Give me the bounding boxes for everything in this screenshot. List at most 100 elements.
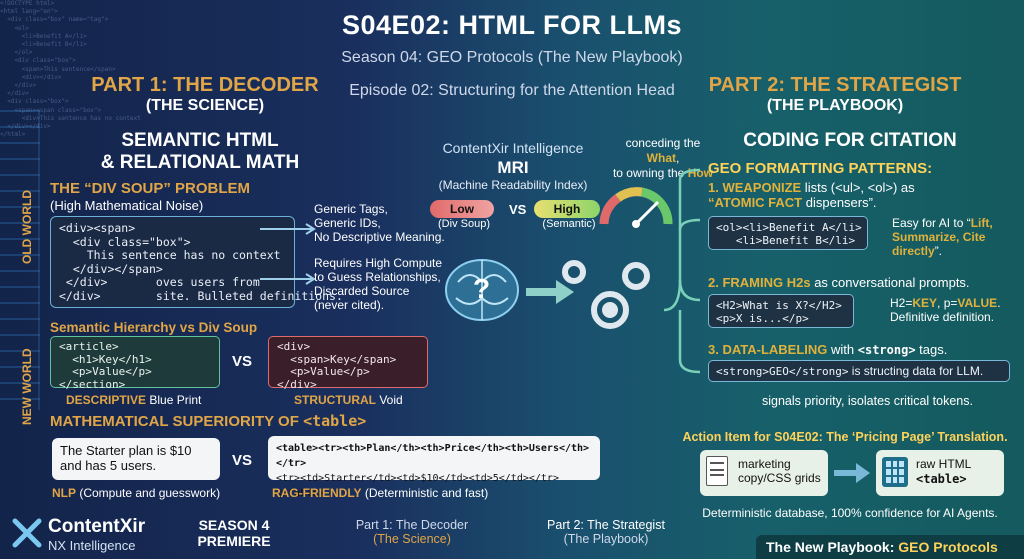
mri-gauge-icon — [599, 187, 673, 228]
action-arrow-icon — [834, 463, 870, 483]
step1-bold: 1. WEAPONIZE — [708, 180, 802, 195]
mri-high-pill: High — [534, 200, 600, 218]
season-label: SEASON 4 — [198, 517, 270, 533]
math-title-prefix: MATHEMATICAL SUPERIORITY OF — [50, 413, 304, 430]
nav-part2[interactable]: Part 2: The Strategist (The Playbook) — [528, 518, 684, 546]
new-world-label: NEW WORLD — [20, 348, 34, 425]
strategy-connector — [663, 168, 701, 374]
step1-note-2: ”. — [934, 244, 943, 258]
semantic-html-heading: SEMANTIC HTML & RELATIONAL MATH — [60, 130, 340, 174]
action-item-title: Action Item for S04E02: The ‘Pricing Pag… — [682, 430, 1008, 444]
bottom-banner: The New Playbook: GEO Protocols — [756, 535, 1024, 559]
rag-rest: (Deterministic and fast) — [361, 486, 489, 500]
structural-label: STRUCTURAL — [294, 393, 376, 407]
nav-part2-label: Part 2: The Strategist — [547, 518, 665, 532]
step3-strong-tag: <strong> — [857, 343, 916, 357]
brand-logo: ContentXir NX Intelligence — [12, 514, 162, 556]
step1-rest: lists (<ul>, <ol>) as — [801, 180, 915, 195]
conceding-part1: conceding the — [625, 136, 701, 150]
step3-rest: with — [827, 342, 858, 357]
step2-note: H2=KEY, p=VALUE. Definitive definition. — [890, 296, 1020, 324]
step3-code-box: <strong>GEO</strong> is structing data f… — [708, 360, 1010, 382]
semantic-html-line1: SEMANTIC HTML — [121, 130, 279, 151]
brand-x-icon — [12, 518, 42, 548]
season-badge: SEASON 4 PREMIERE — [188, 517, 280, 549]
marketing-copy-box: marketing copy/CSS grids — [700, 450, 828, 496]
step2-note-1: H2= — [890, 296, 913, 310]
page-title: S04E02: HTML FOR LLMs — [341, 10, 683, 40]
step2-text: 2. FRAMING H2s as conversational prompts… — [708, 275, 1018, 290]
conceding-note: conceding the What, to owning the How — [608, 136, 718, 181]
step3-code: <strong>GEO</strong> — [716, 365, 849, 378]
bottom-banner-rest: GEO Protocols — [898, 539, 998, 555]
mri-high-sub: (Semantic) — [542, 218, 596, 230]
step2-rest: as conversational prompts. — [810, 275, 970, 290]
document-icon — [706, 456, 728, 486]
step2-code-box: <H2>What is X?</H2> <p>X is...</p> — [708, 294, 854, 328]
vs-label-2: VS — [232, 452, 253, 469]
step1-code-box: <ol><li>Benefit A</li> <li>Benefit B</li… — [708, 216, 868, 250]
nav-part1-sub: (The Science) — [373, 532, 451, 546]
mri-title: MRI — [497, 158, 529, 177]
table-grid-icon — [882, 457, 908, 487]
part1-subtitle: (THE SCIENCE) — [145, 97, 265, 114]
raw-html-table-tag: <table> — [916, 472, 967, 486]
part2-title: PART 2: THE STRATEGIST — [708, 74, 962, 96]
brand-sub: NX Intelligence — [48, 538, 136, 553]
table-code-line1: <table><tr><th>Plan</th><th>Price</th><t… — [276, 443, 590, 469]
conceding-part2: to owning the — [612, 166, 688, 180]
table-code-line2: <tr><td>Starter</td><td>$10</td><td>5</t… — [276, 473, 559, 499]
div-soup-code: <div><span> <div class="box"> This sente… — [50, 216, 343, 308]
connector-arrows — [260, 223, 316, 285]
div-soup-subtitle: (High Mathematical Noise) — [50, 198, 204, 213]
brand-name: ContentXir — [48, 516, 146, 537]
div-soup-title: THE “DIV SOUP” PROBLEM — [50, 180, 251, 197]
step3-rest2: tags. — [915, 342, 948, 357]
semantic-vs-title: Semantic Hierarchy vs Div Soup — [50, 320, 258, 335]
math-superiority-title: MATHEMATICAL SUPERIORITY OF <table> — [50, 412, 366, 430]
rag-label: RAG-FRIENDLY — [272, 486, 362, 500]
step2-note-key: KEY — [912, 296, 938, 310]
mri-low-sub: (Div Soup) — [438, 218, 490, 230]
conceding-comma: , — [675, 151, 680, 165]
step2-note-line2: Definitive definition. — [890, 310, 995, 324]
premiere-label: PREMIERE — [197, 533, 271, 549]
background-code-decoration: <!DOCTYPE html> <html lang="en"> <div cl… — [0, 0, 141, 138]
semantic-code-box: <article> <h1>Key</h1> <p>Value</p> </se… — [50, 336, 220, 390]
step2-note-2: , p= — [937, 296, 958, 310]
gears-icon — [562, 260, 650, 329]
bottom-banner-prefix: The New Playbook: — [766, 539, 899, 555]
nlp-text-box: The Starter plan is $10 and has 5 users. — [52, 438, 220, 480]
mri-intelligence-label: ContentXir Intelligence — [442, 140, 584, 156]
step2-note-3: . — [997, 296, 1001, 310]
coding-for-citation-heading: CODING FOR CITATION — [743, 130, 957, 151]
vs-label-1: VS — [232, 353, 253, 370]
requires-compute-note: Requires High Compute to Guess Relations… — [314, 256, 443, 312]
step1-note-1: Easy for AI to “ — [892, 216, 971, 230]
generic-tags-note: Generic Tags, Generic IDs, No Descriptiv… — [314, 202, 445, 244]
mri-vs: VS — [509, 202, 527, 217]
mri-subtitle: (Machine Readability Index) — [438, 178, 588, 192]
raw-html-label: raw HTML — [916, 457, 972, 471]
old-world-label: OLD WORLD — [20, 190, 34, 264]
structural-rest: Void — [376, 393, 403, 407]
step2-note-value: VALUE — [957, 296, 998, 310]
step1-text: 1. WEAPONIZE lists (<ul>, <ol>) as “ATOM… — [708, 180, 1008, 210]
nav-part2-sub: (The Playbook) — [563, 532, 649, 546]
season-subtitle: Season 04: GEO Protocols (The New Playbo… — [341, 49, 683, 66]
table-code-box: <table><tr><th>Plan</th><th>Price</th><t… — [268, 436, 600, 499]
circuit-decoration — [0, 110, 40, 410]
conceding-what: What — [646, 151, 676, 165]
brain-gears-illustration: ? — [445, 259, 650, 329]
nlp-label: NLP — [52, 486, 76, 500]
step3-text: 3. DATA-LABELING with <strong> tags. — [708, 342, 1018, 358]
descriptive-label: DESCRIPTIVE — [66, 393, 147, 407]
episode-subtitle: Episode 02: Structuring for the Attentio… — [349, 82, 675, 99]
step3-code-rest: is structing data for LLM. — [848, 364, 984, 378]
geo-patterns-title: GEO FORMATTING PATTERNS: — [708, 160, 933, 177]
descriptive-caption: DESCRIPTIVE Blue Print — [66, 393, 201, 407]
step3-bold: 3. DATA-LABELING — [708, 342, 828, 357]
nav-part1[interactable]: Part 1: The Decoder (The Science) — [352, 518, 472, 546]
step1-note-bold: Lift, Summarize, Cite directly — [892, 216, 993, 258]
step1-note: Easy for AI to “Lift, Summarize, Cite di… — [892, 216, 1018, 258]
